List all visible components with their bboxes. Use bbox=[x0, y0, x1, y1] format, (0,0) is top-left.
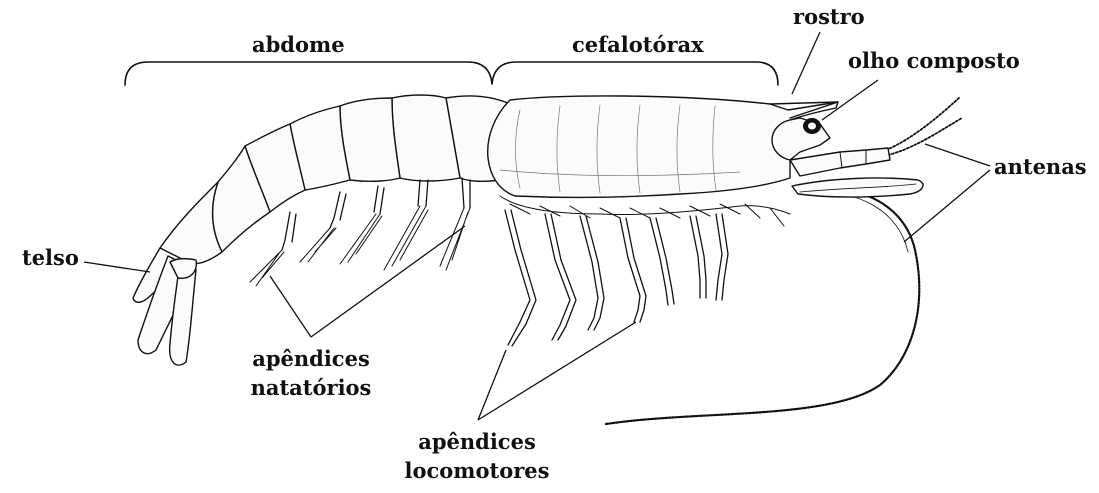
locomotores-leader-1 bbox=[478, 350, 506, 420]
natatorios-line-2: natatórios bbox=[236, 377, 386, 398]
head-region bbox=[772, 118, 830, 160]
label-rostro: rostro bbox=[793, 6, 865, 27]
walking-legs bbox=[505, 210, 728, 346]
rostro-leader bbox=[792, 32, 820, 94]
label-apendices-natatorios: apêndices natatórios bbox=[236, 348, 386, 398]
natatorios-leader-1 bbox=[270, 276, 311, 337]
antennule-lower bbox=[888, 118, 962, 155]
natatorios-leader-2 bbox=[311, 226, 465, 337]
olho-leader bbox=[822, 80, 878, 120]
abdome-bracket bbox=[125, 62, 778, 85]
label-abdome: abdome bbox=[252, 34, 345, 55]
long-antenna bbox=[606, 187, 919, 424]
label-telso: telso bbox=[22, 247, 79, 268]
compound-eye-shape bbox=[803, 118, 821, 134]
locomotores-line-2: locomotores bbox=[402, 460, 552, 481]
tail-fan bbox=[133, 248, 196, 365]
label-apendices-locomotores: apêndices locomotores bbox=[402, 431, 552, 481]
antennal-scale bbox=[792, 178, 923, 197]
locomotores-leader-2 bbox=[478, 322, 636, 420]
natatorios-line-1: apêndices bbox=[236, 348, 386, 369]
locomotores-line-1: apêndices bbox=[402, 431, 552, 452]
antenas-leader-1 bbox=[925, 144, 990, 166]
label-cefalotorax: cefalotórax bbox=[572, 34, 704, 55]
abdomen-segments bbox=[160, 95, 510, 264]
label-antenas: antenas bbox=[994, 156, 1087, 177]
telso-leader bbox=[84, 262, 150, 272]
antennule-upper bbox=[886, 97, 960, 150]
label-olho-composto: olho composto bbox=[848, 50, 1020, 71]
